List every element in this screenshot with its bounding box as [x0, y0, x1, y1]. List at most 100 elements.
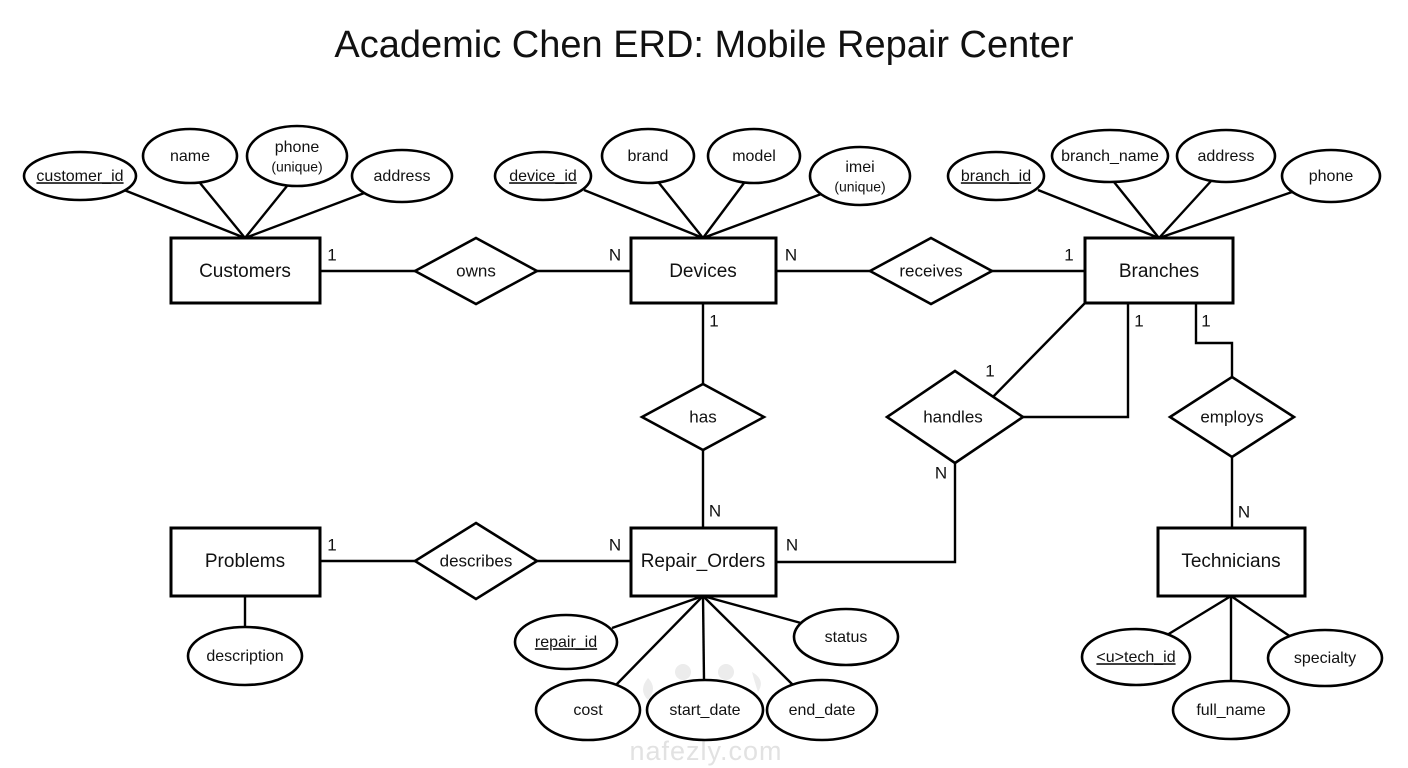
cardinality-employs-technicians: N	[1238, 502, 1250, 521]
attribute-ellipse[interactable]	[792, 607, 900, 667]
connector-imei-devices	[702, 191, 825, 240]
attribute-address-customers[interactable]: address	[350, 148, 454, 204]
attribute-ellipse[interactable]	[141, 127, 239, 185]
connector-name-customers	[199, 182, 246, 239]
attribute-layer: customer_id name phone (unique) address	[22, 124, 1384, 742]
attribute-ellipse[interactable]	[808, 145, 912, 207]
relationship-describes[interactable]: describes	[412, 521, 540, 601]
attribute-label: address	[1198, 148, 1255, 165]
relationship-owns[interactable]: owns	[412, 236, 540, 306]
entity-repair-orders[interactable]: Repair_Orders	[629, 526, 778, 598]
entity-customers[interactable]: Customers	[169, 236, 322, 305]
entity-box[interactable]	[1083, 236, 1235, 305]
relationship-diamond[interactable]	[884, 369, 1026, 465]
attribute-phone-customers[interactable]: phone (unique)	[245, 124, 349, 188]
attribute-status[interactable]: status	[792, 607, 900, 667]
attribute-branch_name[interactable]: branch_name	[1050, 128, 1170, 184]
attribute-sublabel: (unique)	[271, 159, 322, 175]
entity-box[interactable]	[629, 526, 778, 598]
attribute-start_date[interactable]: start_date	[645, 678, 765, 742]
relationship-diamond[interactable]	[412, 521, 540, 601]
attribute-device_id[interactable]: device_id	[493, 150, 593, 202]
attribute-label: repair_id	[535, 634, 597, 651]
attribute-ellipse[interactable]	[22, 150, 138, 202]
cardinality-customers-owns: 1	[327, 245, 336, 264]
attribute-ellipse[interactable]	[706, 127, 802, 185]
entity-box[interactable]	[169, 526, 322, 598]
attribute-imei[interactable]: imei (unique)	[808, 145, 912, 207]
attribute-end_date[interactable]: end_date	[765, 678, 879, 742]
connector-phone-branches	[1158, 189, 1296, 240]
connector-repair_orders-handles	[776, 463, 957, 564]
attribute-label: phone	[275, 139, 320, 156]
attribute-ellipse[interactable]	[493, 150, 593, 202]
relationship-diamond[interactable]	[412, 236, 540, 306]
cardinality-layer: 1 N N 1 1 N 1 N N N 1 1 1 N	[327, 245, 1250, 554]
relationship-diamond[interactable]	[867, 236, 995, 306]
attribute-label: phone	[1309, 168, 1354, 185]
entity-box[interactable]	[1156, 526, 1307, 598]
relationship-has[interactable]: has	[639, 382, 767, 452]
connector-address-customers	[244, 190, 368, 240]
entity-problems[interactable]: Problems	[169, 526, 322, 598]
cardinality-devices-has: 1	[709, 311, 718, 330]
attribute-label: end_date	[789, 702, 856, 719]
entity-devices[interactable]: Devices	[629, 236, 778, 305]
attribute-repair_id[interactable]: repair_id	[513, 613, 619, 671]
attribute-ellipse[interactable]	[245, 124, 349, 188]
attribute-cost[interactable]: cost	[534, 678, 642, 742]
attribute-branch_id[interactable]: branch_id	[946, 150, 1046, 202]
attribute-tech_id[interactable]: <u>tech_id	[1080, 627, 1192, 687]
cardinality-handles-bottom: N	[935, 463, 947, 482]
relationship-label: describes	[440, 551, 513, 570]
entity-label: Customers	[199, 261, 291, 282]
attribute-model[interactable]: model	[706, 127, 802, 185]
relationship-layer: owns receives has handles employs descri…	[412, 236, 1297, 601]
attribute-ellipse[interactable]	[534, 678, 642, 742]
cardinality-repair-handles: N	[786, 535, 798, 554]
entity-label: Devices	[669, 261, 737, 282]
attribute-full_name[interactable]: full_name	[1171, 679, 1291, 741]
attribute-ellipse[interactable]	[1050, 128, 1170, 184]
attribute-ellipse[interactable]	[765, 678, 879, 742]
connector-branches-handles-diagonal	[985, 302, 1086, 405]
attribute-phone-branches[interactable]: phone	[1280, 148, 1382, 204]
entity-box[interactable]	[629, 236, 778, 305]
cardinality-owns-devices: N	[609, 245, 621, 264]
attribute-specialty[interactable]: specialty	[1266, 628, 1384, 688]
attribute-label: device_id	[509, 168, 577, 185]
entity-technicians[interactable]: Technicians	[1156, 526, 1307, 598]
attribute-description[interactable]: description	[186, 625, 304, 687]
attribute-address-branches[interactable]: address	[1175, 128, 1277, 184]
attribute-ellipse[interactable]	[350, 148, 454, 204]
attribute-ellipse[interactable]	[1280, 148, 1382, 204]
connector-branches-employs	[1194, 303, 1234, 377]
entity-box[interactable]	[169, 236, 322, 305]
attribute-brand[interactable]: brand	[600, 127, 696, 185]
attribute-ellipse[interactable]	[1171, 679, 1291, 741]
attribute-ellipse[interactable]	[600, 127, 696, 185]
attribute-ellipse[interactable]	[186, 625, 304, 687]
attribute-ellipse[interactable]	[1175, 128, 1277, 184]
connector-device_id-devices	[583, 188, 704, 240]
entity-layer: Customers Devices Branches Problems Repa…	[169, 236, 1307, 598]
relationship-employs[interactable]: employs	[1167, 375, 1297, 459]
attribute-ellipse[interactable]	[645, 678, 765, 742]
connector-phone-customers	[244, 185, 288, 239]
relationship-receives[interactable]: receives	[867, 236, 995, 306]
attribute-customer_id[interactable]: customer_id	[22, 150, 138, 202]
attribute-name[interactable]: name	[141, 127, 239, 185]
attribute-ellipse[interactable]	[946, 150, 1046, 202]
attribute-ellipse[interactable]	[513, 613, 619, 671]
relationship-label: handles	[923, 407, 983, 426]
relationship-diamond[interactable]	[1167, 375, 1297, 459]
relationship-label: employs	[1200, 407, 1263, 426]
connector-customer_id-customers	[123, 188, 246, 240]
entity-branches[interactable]: Branches	[1083, 236, 1235, 305]
relationship-handles[interactable]: handles	[884, 369, 1026, 465]
relationship-diamond[interactable]	[639, 382, 767, 452]
attribute-ellipse[interactable]	[1080, 627, 1192, 687]
attribute-ellipse[interactable]	[1266, 628, 1384, 688]
entity-label: Repair_Orders	[641, 551, 766, 572]
